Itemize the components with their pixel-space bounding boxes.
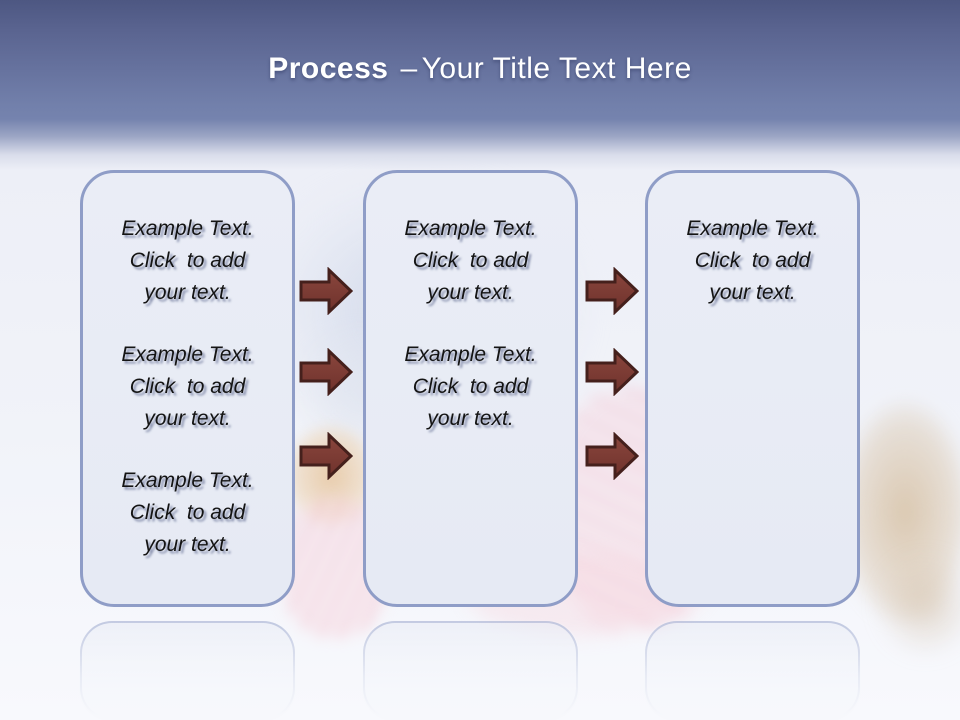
process-box-step-1[interactable]: Example Text. Click to add your text. Ex… (80, 170, 295, 607)
arrow-right-icon (299, 267, 353, 315)
placeholder-text[interactable]: Example Text. Click to add your text. (404, 217, 537, 304)
box-reflection (644, 620, 861, 720)
photo-hair-blob2 (878, 555, 960, 655)
placeholder-text[interactable]: Example Text. Click to add your text. (121, 343, 254, 430)
slide-title: Process–Your Title Text Here (0, 52, 960, 86)
box-reflection (79, 620, 296, 720)
title-banner: Process–Your Title Text Here (0, 0, 960, 170)
arrow-right-icon (585, 432, 639, 480)
arrow-right-icon (299, 432, 353, 480)
placeholder-text[interactable]: Example Text. Click to add your text. (121, 469, 254, 556)
arrow-right-icon (585, 267, 639, 315)
placeholder-text[interactable]: Example Text. Click to add your text. (404, 343, 537, 430)
arrow-right-icon (585, 348, 639, 396)
process-box-step-3[interactable]: Example Text. Click to add your text. (645, 170, 860, 607)
box-reflection (362, 620, 579, 720)
placeholder-text[interactable]: Example Text. Click to add your text. (121, 217, 254, 304)
arrow-right-icon (299, 348, 353, 396)
title-rest: Your Title Text Here (421, 52, 692, 85)
placeholder-text[interactable]: Example Text. Click to add your text. (686, 217, 819, 304)
title-emphasis: Process (268, 52, 389, 85)
process-box-step-2[interactable]: Example Text. Click to add your text. Ex… (363, 170, 578, 607)
title-separator: – (400, 52, 418, 85)
